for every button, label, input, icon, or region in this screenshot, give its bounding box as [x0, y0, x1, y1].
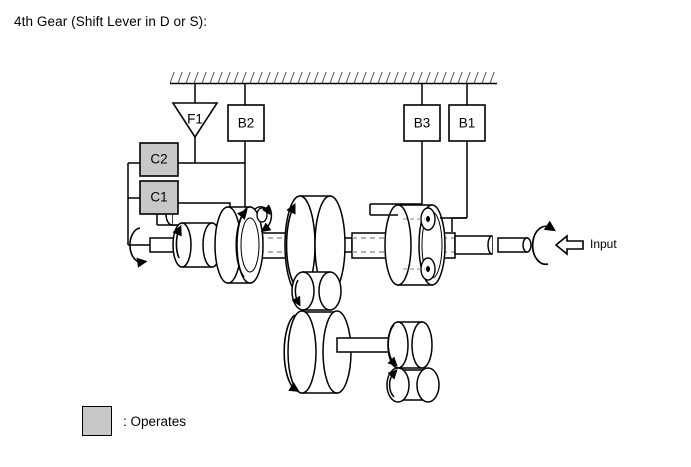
final-drive-gear-upper [387, 321, 433, 369]
counter-gear-upper [291, 271, 342, 311]
element-b2[interactable]: B2 [227, 104, 265, 142]
element-b3[interactable]: B3 [403, 104, 441, 142]
element-c2-label: C2 [150, 152, 167, 167]
sun-gear-disc [284, 195, 346, 295]
input-label: Input [590, 237, 617, 251]
element-c1-label: C1 [150, 190, 167, 205]
planetary-carrier [384, 204, 446, 286]
legend-swatch-operates [82, 406, 112, 436]
element-f1[interactable]: F1 [171, 102, 219, 139]
element-b1-label: B1 [459, 116, 476, 131]
drum-left-small [172, 222, 222, 268]
final-drive-gear-lower [386, 367, 440, 403]
page-title: 4th Gear (Shift Lever in D or S): [14, 14, 208, 29]
legend-label-operates: : Operates [123, 413, 187, 429]
rotation-arc-icon [531, 220, 556, 266]
input-arrow-icon [554, 234, 584, 256]
legend: : Operates [82, 406, 186, 436]
output-rotation-arrow [129, 227, 148, 268]
element-f1-label: F1 [187, 112, 203, 127]
element-b3-label: B3 [414, 116, 431, 131]
element-c2[interactable]: C2 [139, 142, 179, 177]
drum-b2 [214, 204, 273, 284]
element-b2-label: B2 [238, 116, 255, 131]
input-indicator: Input [531, 220, 617, 266]
element-c1[interactable]: C1 [139, 180, 179, 215]
element-b1[interactable]: B1 [448, 104, 486, 142]
ground-line [170, 72, 497, 85]
brake-contact-lines [370, 214, 467, 232]
